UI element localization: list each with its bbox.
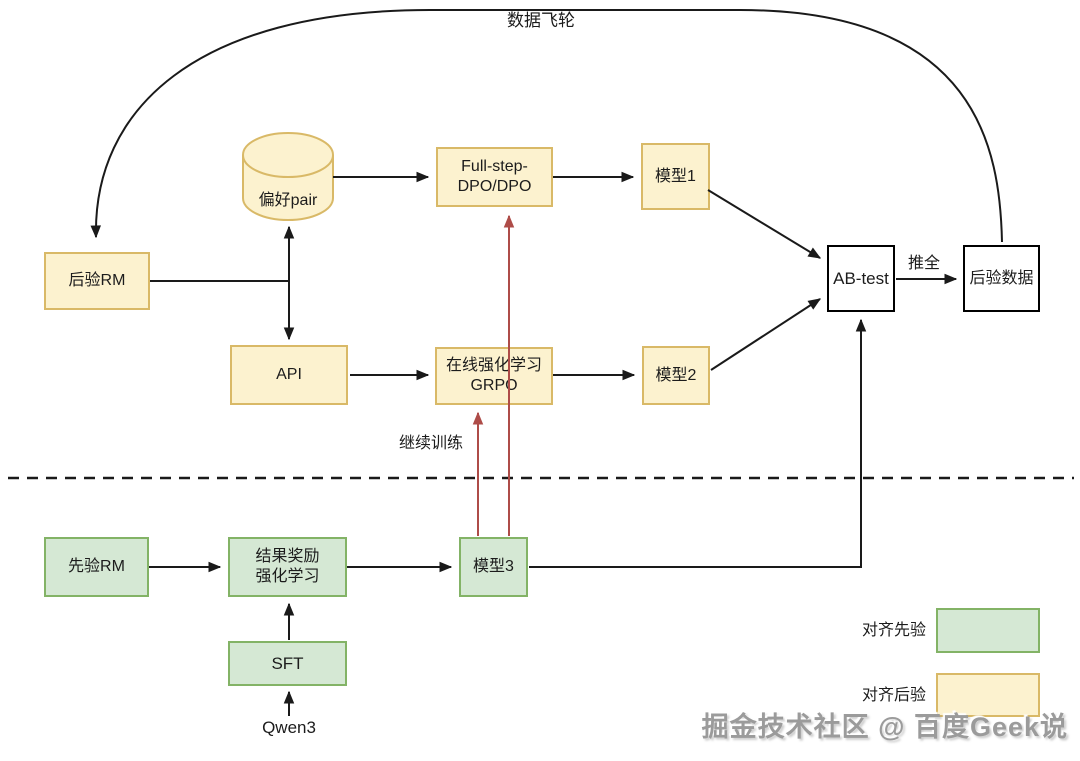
node-online-rl-grpo: 在线强化学习 GRPO [435,347,553,405]
node-ab-test: AB-test [827,245,895,312]
node-posterior-data: 后验数据 [963,245,1040,312]
arrow-model2-to-abtest [710,298,820,371]
legend-posterior-swatch [936,673,1040,717]
node-api: API [230,345,348,405]
node-model1-label: 模型1 [655,167,696,185]
node-online-rl-grpo-line2: GRPO [470,377,518,394]
node-full-step-dpo-line1: Full-step- [461,158,528,175]
legend-prior-label: 对齐先验 [861,622,926,639]
node-full-step-dpo: Full-step- DPO/DPO [436,147,553,207]
arrow-model1-to-abtest [707,189,820,259]
node-model3: 模型3 [459,537,528,597]
legend-posterior-label: 对齐后验 [861,687,926,704]
node-ab-test-label: AB-test [833,268,889,288]
node-prior-rm-label: 先验RM [68,558,125,575]
flywheel-curve-arrow [96,9,1003,243]
flywheel-label: 数据飞轮 [507,11,575,30]
node-model2: 模型2 [642,346,710,405]
qwen3-label: Qwen3 [262,718,316,737]
watermark-text: 掘金技术社区 @ 百度Geek说 [701,712,1068,742]
node-posterior-rm-label: 后验RM [68,272,126,289]
node-model1: 模型1 [641,143,710,210]
node-result-reward-rl: 结果奖励 强化学习 [228,537,347,597]
node-sft: SFT [228,641,347,686]
preference-pair-cylinder-top [242,132,334,178]
node-model3-label: 模型3 [473,558,514,575]
tuiquan-edge-label: 推全 [907,255,940,272]
node-prior-rm: 先验RM [44,537,149,597]
node-api-label: API [276,366,302,383]
node-result-reward-rl-line2: 强化学习 [255,568,320,585]
node-result-reward-rl-line1: 结果奖励 [255,548,320,565]
legend-prior-swatch [936,608,1040,653]
node-preference-pair-label: 偏好pair [258,192,318,209]
node-sft-label: SFT [271,653,304,673]
node-online-rl-grpo-line1: 在线强化学习 [445,357,542,374]
node-posterior-data-label: 后验数据 [969,269,1034,287]
node-posterior-rm: 后验RM [44,252,150,310]
continue-training-label: 继续训练 [399,435,464,452]
node-full-step-dpo-line2: DPO/DPO [457,178,532,195]
node-model2-label: 模型2 [655,366,697,384]
